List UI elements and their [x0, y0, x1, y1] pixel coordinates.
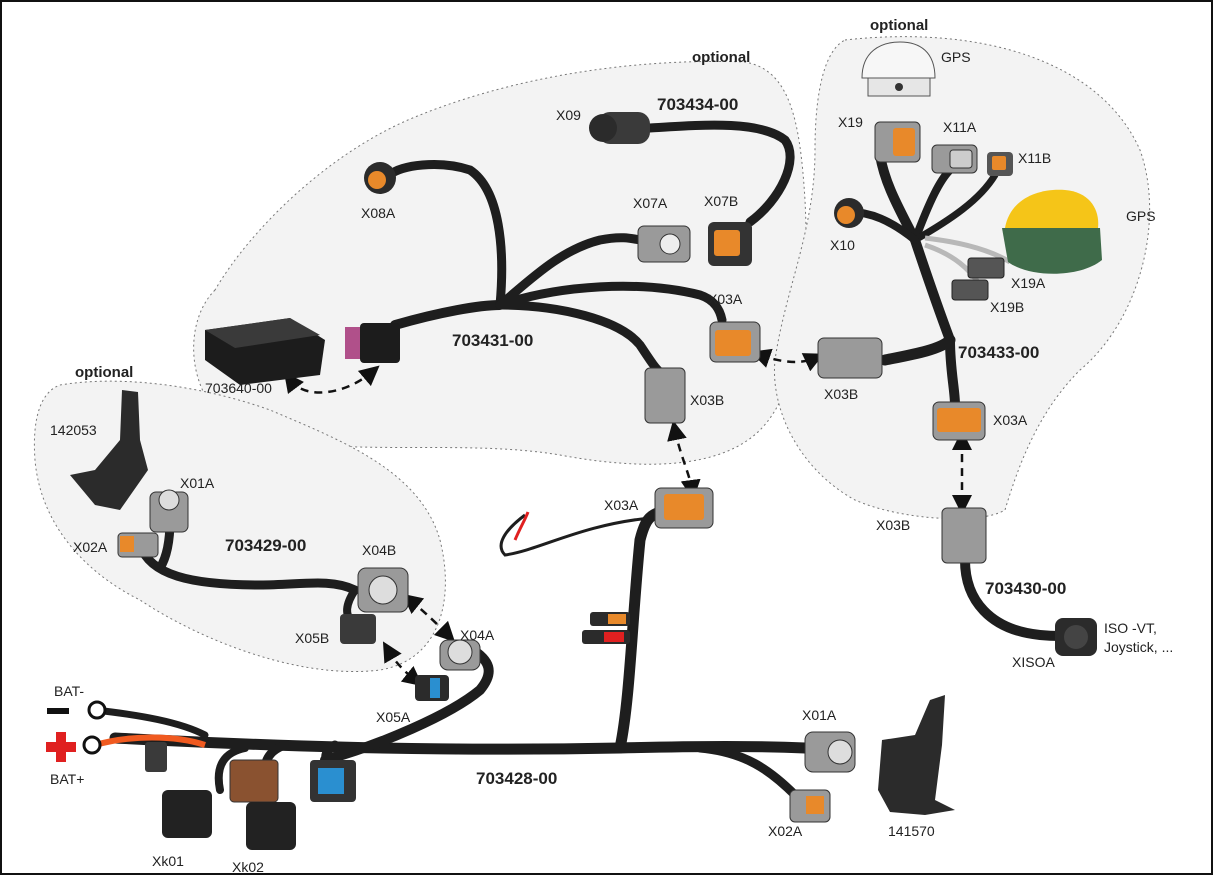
x19b-connector	[951, 279, 989, 301]
optional-label-703431: optional	[692, 49, 750, 66]
x05a-connector	[415, 675, 449, 701]
x19-connector	[874, 121, 921, 163]
x01a-703428-label: X01A	[802, 707, 837, 723]
x03b-703430-connector	[941, 507, 987, 564]
harness-703434-label: 703434-00	[657, 95, 738, 114]
harness-703431-label: 703431-00	[452, 331, 533, 350]
bat-plus-wire	[94, 734, 206, 748]
x02a-703428-connector	[789, 789, 831, 823]
xk01-relay	[162, 790, 212, 838]
x11a-connector	[931, 144, 978, 174]
x19a-label: X19A	[1011, 275, 1046, 291]
gps-top-label: GPS	[941, 49, 971, 65]
bat-plus-terminal	[46, 732, 167, 772]
x03a-703433-connector	[932, 401, 986, 441]
x04b-connector	[357, 567, 409, 613]
joystick-label: Joystick, ...	[1104, 639, 1173, 655]
gps-receiver-top	[861, 41, 936, 97]
x02a-703429-label: X02A	[73, 539, 108, 555]
x10-connector	[834, 198, 864, 228]
x04a-connector	[439, 639, 481, 671]
optional-region-703433	[773, 36, 1151, 520]
bracket-142053-label: 142053	[50, 422, 97, 438]
x01a-703429-label: X01A	[180, 475, 215, 491]
harness-703433-label: 703433-00	[958, 343, 1039, 362]
x02a-703428-label: X02A	[768, 823, 803, 839]
bat-plus-label: BAT+	[50, 771, 84, 787]
xk02-label: Xk02	[232, 859, 264, 875]
xisoa-connector	[1055, 618, 1097, 656]
bracket-141570-label: 141570	[888, 823, 935, 839]
x03b-703430-label: X03B	[876, 517, 910, 533]
x08a-connector	[364, 162, 396, 194]
x01a-703429-connector	[149, 489, 189, 533]
harness-703429-label: 703429-00	[225, 536, 306, 555]
relay-blue	[310, 760, 356, 802]
fuse-holders	[582, 612, 630, 644]
connection-arrows	[283, 348, 972, 687]
cables	[91, 120, 1065, 800]
labels: optional optional optional 703434-00 703…	[50, 17, 1173, 875]
x03b-703431-label: X03B	[690, 392, 724, 408]
x04b-label: X04B	[362, 542, 396, 558]
x03b-703433-label: X03B	[824, 386, 858, 402]
x11b-label: X11B	[1018, 150, 1051, 166]
bracket-142053	[70, 390, 148, 510]
x09-label: X09	[556, 107, 581, 123]
bracket-141570	[878, 695, 955, 815]
x07b-label: X07B	[704, 193, 738, 209]
x05b-label: X05B	[295, 630, 329, 646]
bat-minus-terminal	[47, 700, 107, 720]
iso-vt-label: ISO -VT,	[1104, 620, 1157, 636]
x05a-label: X05A	[376, 709, 411, 725]
x03a-703433-label: X03A	[993, 412, 1028, 428]
x19b-label: X19B	[990, 299, 1024, 315]
harness-703428-label: 703428-00	[476, 769, 557, 788]
harness-703430-label: 703430-00	[985, 579, 1066, 598]
x11a-label: X11A	[943, 119, 977, 135]
optional-label-703433: optional	[870, 17, 928, 34]
ecu-label: 703640-00	[205, 380, 272, 396]
x19a-connector	[967, 257, 1005, 279]
x03b-703431-connector	[644, 367, 686, 424]
bat-minus-label: BAT-	[54, 683, 84, 699]
relay-brown	[229, 759, 279, 803]
x03a-703431-connector	[709, 321, 761, 363]
x03a-703428-label: X03A	[604, 497, 639, 513]
x19-label: X19	[838, 114, 863, 130]
optional-label-703429: optional	[75, 364, 133, 381]
x10-label: X10	[830, 237, 855, 253]
loose-wire	[499, 513, 651, 557]
ecu-module	[205, 318, 400, 385]
x07a-connector	[637, 225, 691, 263]
x04a-label: X04A	[460, 627, 495, 643]
gps-right-label: GPS	[1126, 208, 1156, 224]
gps-receiver-dome	[1002, 189, 1102, 274]
x03b-703433-connector	[817, 337, 883, 379]
x02a-703429-connector	[117, 532, 159, 558]
x03a-703431-label: X03A	[708, 291, 743, 307]
x01a-703428-connector	[804, 731, 856, 773]
x08a-label: X08A	[361, 205, 396, 221]
xk01-label: Xk01	[152, 853, 184, 869]
xk02-relay	[246, 802, 296, 850]
x07a-label: X07A	[633, 195, 668, 211]
x03a-703428-connector	[654, 487, 714, 529]
x05b-connector	[340, 614, 376, 644]
x09-connector	[589, 112, 650, 144]
xisoa-label: XISOA	[1012, 654, 1055, 670]
x11b-connector	[987, 152, 1013, 176]
x07b-connector	[708, 222, 752, 266]
